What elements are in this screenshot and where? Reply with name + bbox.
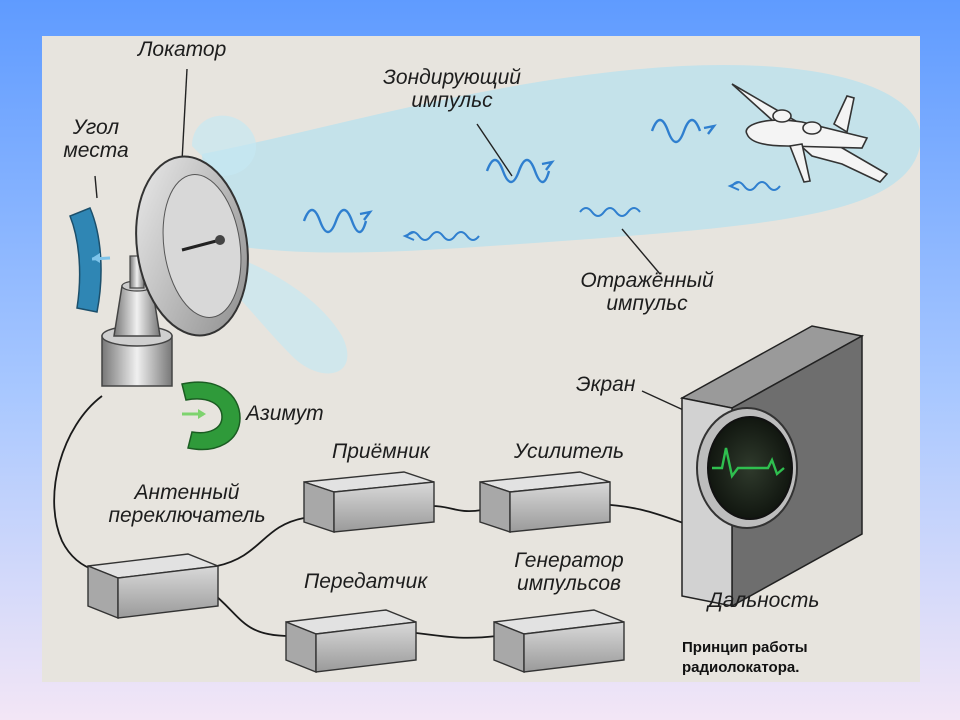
elevation-label-line2: места <box>63 139 129 162</box>
scope-trace <box>712 447 785 479</box>
elevation-scale <box>69 207 111 313</box>
generator-label: Генератор импульсов <box>504 549 634 595</box>
reflected-pulse-waves <box>402 181 781 241</box>
generator-label-line2: импульсов <box>517 572 621 595</box>
airplane-icon <box>731 83 889 183</box>
pulse-generator-box <box>493 609 625 674</box>
antenna-switch-label-line2: переключатель <box>108 504 266 527</box>
probe-pulse-label-line1: Зондирующий <box>383 66 521 89</box>
amplifier-box <box>479 471 611 533</box>
elevation-label-line1: Угол <box>72 116 120 139</box>
azimuth-scale <box>181 381 241 451</box>
figure-caption: Принцип работы радиолокатора. <box>682 638 808 678</box>
transmitter-box <box>285 609 417 674</box>
display-cabinet <box>679 325 865 608</box>
reflected-pulse-label-line2: импульс <box>606 292 688 315</box>
antenna-switch-label-line1: Антенный <box>134 481 240 504</box>
range-label: Дальность <box>708 589 820 612</box>
figure-caption-line1: Принцип работы <box>682 639 808 656</box>
receiver-label: Приёмник <box>332 440 430 463</box>
receiver-box <box>303 471 435 533</box>
locator-label: Локатор <box>138 38 227 61</box>
antenna-switch-box <box>87 553 219 620</box>
antenna-switch-label: Антенный переключатель <box>92 481 282 527</box>
generator-label-line1: Генератор <box>514 549 624 572</box>
reflected-pulse-label: Отражённый импульс <box>562 269 732 315</box>
azimuth-label: Азимут <box>246 402 324 425</box>
amplifier-label: Усилитель <box>514 440 625 463</box>
probe-pulse-waves <box>302 118 717 234</box>
probe-pulse-label: Зондирующий импульс <box>362 66 542 112</box>
antenna-dish <box>101 155 249 387</box>
diagram-panel: Локатор Угол места Зондирующий импульс О… <box>42 36 920 682</box>
reflected-pulse-label-line1: Отражённый <box>580 269 714 292</box>
screen-label: Экран <box>576 373 636 396</box>
figure-caption-line2: радиолокатора. <box>682 659 800 676</box>
elevation-label: Угол места <box>58 116 134 162</box>
transmitter-label: Передатчик <box>304 570 428 593</box>
probe-pulse-label-line2: импульс <box>411 89 493 112</box>
radar-diagram-art <box>53 64 920 674</box>
